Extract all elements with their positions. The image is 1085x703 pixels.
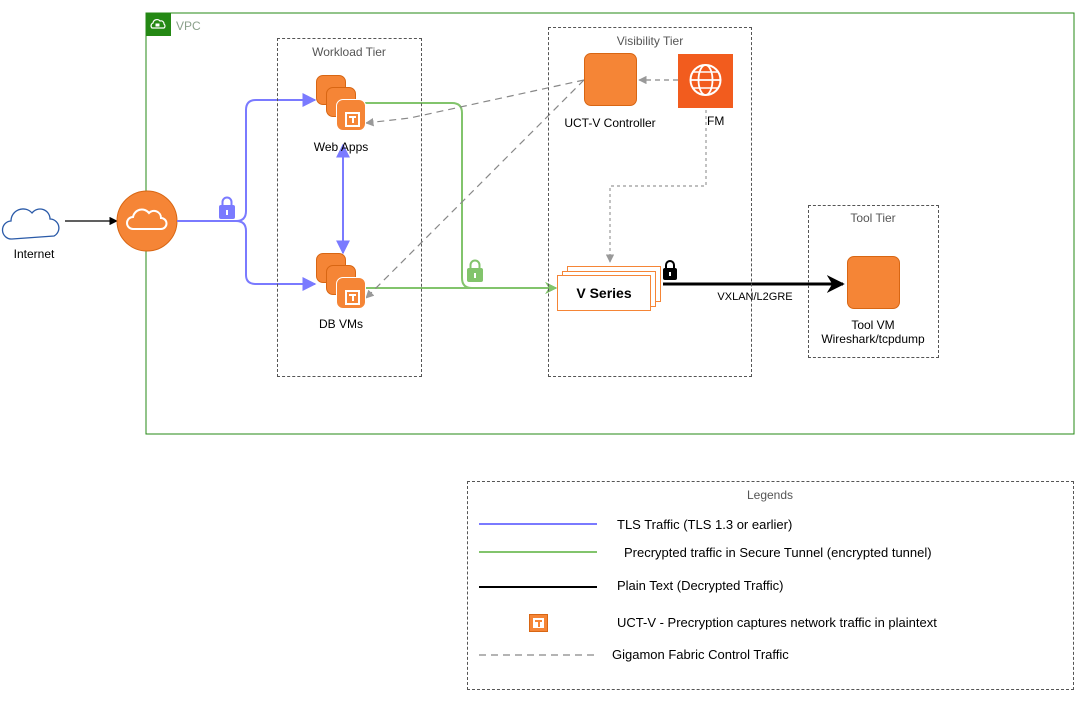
uct-v-icon: [345, 290, 360, 305]
vpc-icon: [146, 13, 171, 36]
v-series-node: [557, 275, 651, 311]
fm-label: FM: [707, 114, 725, 128]
workload-tier-title: Workload Tier: [312, 45, 386, 59]
vpc-label: VPC: [176, 19, 201, 33]
uct-v-controller-instance: [584, 53, 637, 106]
tls-edge-to-db: [177, 220, 317, 291]
legend-label-control: Gigamon Fabric Control Traffic: [612, 647, 789, 662]
tool-tier-title: Tool Tier: [850, 211, 896, 225]
control-edge-web: [365, 79, 585, 127]
legend-label-precrypt: Precrypted traffic in Secure Tunnel (enc…: [624, 545, 932, 560]
controller-label: UCT-V Controller: [564, 116, 656, 130]
uct-v-icon: [529, 614, 548, 632]
vxlan-label: VXLAN/L2GRE: [717, 291, 793, 303]
internet-cloud-icon: [1, 208, 60, 240]
lock-icon-plaintext: [663, 260, 677, 280]
db-vms-label: DB VMs: [318, 317, 364, 331]
cloud-gateway-icon: [116, 190, 178, 252]
tls-edge-to-web: [177, 93, 317, 222]
lock-icon-precrypt: [467, 259, 483, 282]
tool-tier-box: [808, 205, 939, 358]
fm-globe-icon: [678, 54, 733, 108]
legend-label-tls: TLS Traffic (TLS 1.3 or earlier): [617, 517, 793, 532]
tool-vm-instance: [847, 256, 900, 309]
visibility-tier-title: Visibility Tier: [616, 34, 684, 48]
legend-box: [467, 481, 1074, 690]
web-apps-label: Web Apps: [313, 140, 369, 154]
visibility-tier-box: [548, 27, 752, 377]
uct-v-icon: [345, 112, 360, 127]
control-edge-fm-vseries: [605, 110, 707, 263]
legend-label-uct-v: UCT-V - Precryption captures network tra…: [617, 615, 937, 630]
legend-title: Legends: [746, 488, 794, 502]
internet-label: Internet: [13, 247, 55, 261]
workload-tier-box: [277, 38, 422, 377]
lock-icon-tls: [219, 196, 235, 219]
v-series-label: V Series: [576, 285, 632, 301]
control-edge-db: [365, 79, 585, 299]
tool-vm-sub-label: Wireshark/tcpdump: [821, 332, 925, 346]
tool-vm-label: Tool VM: [851, 318, 895, 332]
legend-label-plaintext: Plain Text (Decrypted Traffic): [617, 578, 784, 593]
